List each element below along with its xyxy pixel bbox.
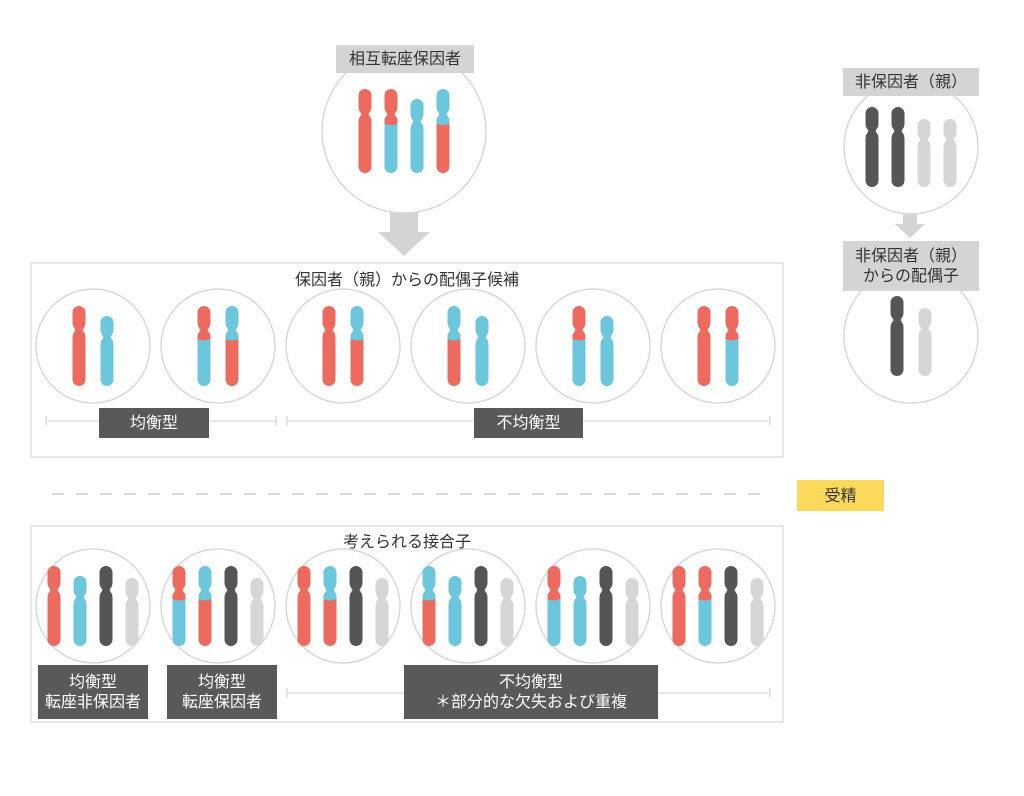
- zygote-circle-2-chromosome-1: [172, 566, 186, 646]
- zygote-label-a-line2: 転座非保因者: [44, 692, 141, 711]
- zygote-circle-1-chromosome-1: [47, 566, 61, 646]
- gamete-circle-5: [535, 288, 651, 404]
- zygote-circle-2: [160, 548, 276, 664]
- noncarrier-circle-chromosome-2: [891, 107, 905, 187]
- zygote-circle-4-chromosome-4: [500, 578, 514, 646]
- carrier-circle: [321, 48, 487, 214]
- zygote-label-unbalanced: 不均衡型 ＊部分的な欠失および重複: [404, 665, 658, 719]
- gamete-circle-4-chromosome-2: [475, 316, 489, 386]
- gamete-circle-2-chromosome-2: [225, 306, 239, 386]
- zygote-circle-1-chromosome-3: [99, 566, 113, 646]
- zygote-circle-4-chromosome-3: [474, 566, 488, 646]
- zygote-label-c-line2: ＊部分的な欠失および重複: [434, 692, 627, 711]
- zygote-circle-4: [410, 548, 526, 664]
- zygote-circle-2-chromosome-4: [250, 578, 264, 646]
- zygote-circle-1-chromosome-2: [73, 576, 87, 646]
- zygote-circle-5-chromosome-4: [625, 578, 639, 646]
- zygote-circle-1-chromosome-4: [125, 578, 139, 646]
- zygote-circle-3: [285, 548, 401, 664]
- gamete-circle-2-chromosome-1: [197, 306, 211, 386]
- zygote-circle-6-chromosome-1: [672, 566, 686, 646]
- gamete-circle-6: [660, 288, 776, 404]
- zygote-circle-6-chromosome-3: [724, 566, 738, 646]
- zygote-label-balanced-carrier: 均衡型 転座保因者: [167, 665, 277, 719]
- noncarrier-gamete-circle: [843, 268, 979, 404]
- zygote-circle-5-chromosome-1: [547, 566, 561, 646]
- gamete-circle-4: [410, 288, 526, 404]
- zygote-label-a-line1: 均衡型: [68, 672, 117, 691]
- zygote-circle-5-chromosome-2: [573, 576, 587, 646]
- zygote-circle-3-chromosome-2: [323, 566, 337, 646]
- zygote-label-b-line1: 均衡型: [197, 672, 246, 691]
- zygote-circle-5: [535, 548, 651, 664]
- gamete-circle-1-chromosome-2: [100, 316, 114, 386]
- noncarrier-gamete-circle-chromosome-2: [918, 308, 932, 376]
- gamete-circle-5-chromosome-1: [572, 306, 586, 386]
- down-arrow-small: [895, 212, 925, 238]
- carrier-circle-chromosome-4: [436, 89, 450, 173]
- noncarrier-gamete-title: 非保因者（親） からの配偶子: [843, 241, 979, 291]
- gamete-panel-title: 保因者（親）からの配偶子候補: [294, 270, 519, 289]
- zygote-circle-3-chromosome-3: [349, 566, 363, 646]
- gamete-circle-4-chromosome-1: [447, 306, 461, 386]
- noncarrier-gamete-circle-chromosome-1: [890, 296, 904, 376]
- gamete-circle-5-chromosome-2: [600, 316, 614, 386]
- zygote-label-c-line1: 不均衡型: [498, 672, 563, 691]
- noncarrier-gamete-title-line1: 非保因者（親）: [854, 246, 967, 265]
- carrier-circle-chromosome-2: [384, 89, 398, 173]
- gamete-circle-3-chromosome-1: [322, 306, 336, 386]
- balanced-label: 均衡型: [99, 408, 209, 438]
- noncarrier-circle-chromosome-3: [917, 119, 931, 187]
- down-arrow-large: [378, 210, 430, 256]
- zygote-circle-1: [35, 548, 151, 664]
- zygote-circle-6-chromosome-2: [698, 566, 712, 646]
- noncarrier-circle-chromosome-1: [865, 107, 879, 187]
- gamete-circle-2: [160, 288, 276, 404]
- noncarrier-title: 非保因者（親）: [843, 68, 979, 96]
- unbalanced-label: 不均衡型: [474, 408, 583, 438]
- noncarrier-circle: [843, 79, 979, 215]
- zygote-circle-5-chromosome-3: [599, 566, 613, 646]
- zygote-label-b-line2: 転座保因者: [181, 692, 262, 711]
- zygote-circle-4-chromosome-2: [448, 576, 462, 646]
- gamete-circle-1: [35, 288, 151, 404]
- gamete-circle-1-chromosome-1: [72, 306, 86, 386]
- fertilization-label: 受精: [797, 480, 884, 511]
- carrier-circle-chromosome-3: [410, 99, 424, 173]
- gamete-circle-6-chromosome-1: [697, 306, 711, 386]
- gamete-circle-3-chromosome-2: [350, 306, 364, 386]
- zygote-label-balanced-noncarrier: 均衡型 転座非保因者: [38, 665, 148, 719]
- gamete-circle-6-chromosome-2: [725, 306, 739, 386]
- zygote-panel-title: 考えられる接合子: [342, 532, 471, 551]
- zygote-panel: [30, 525, 784, 723]
- carrier-title: 相互転座保因者: [336, 45, 474, 73]
- gamete-panel: [30, 262, 784, 458]
- gamete-circle-3: [285, 288, 401, 404]
- zygote-circle-4-chromosome-1: [422, 566, 436, 646]
- noncarrier-gamete-title-line2: からの配偶子: [862, 266, 959, 285]
- carrier-circle-chromosome-1: [358, 89, 372, 173]
- noncarrier-circle-chromosome-4: [943, 119, 957, 187]
- zygote-circle-6-chromosome-4: [750, 578, 764, 646]
- zygote-circle-2-chromosome-3: [224, 566, 238, 646]
- zygote-circle-2-chromosome-2: [198, 566, 212, 646]
- zygote-circle-6: [660, 548, 776, 664]
- zygote-circle-3-chromosome-4: [375, 578, 389, 646]
- zygote-circle-3-chromosome-1: [297, 566, 311, 646]
